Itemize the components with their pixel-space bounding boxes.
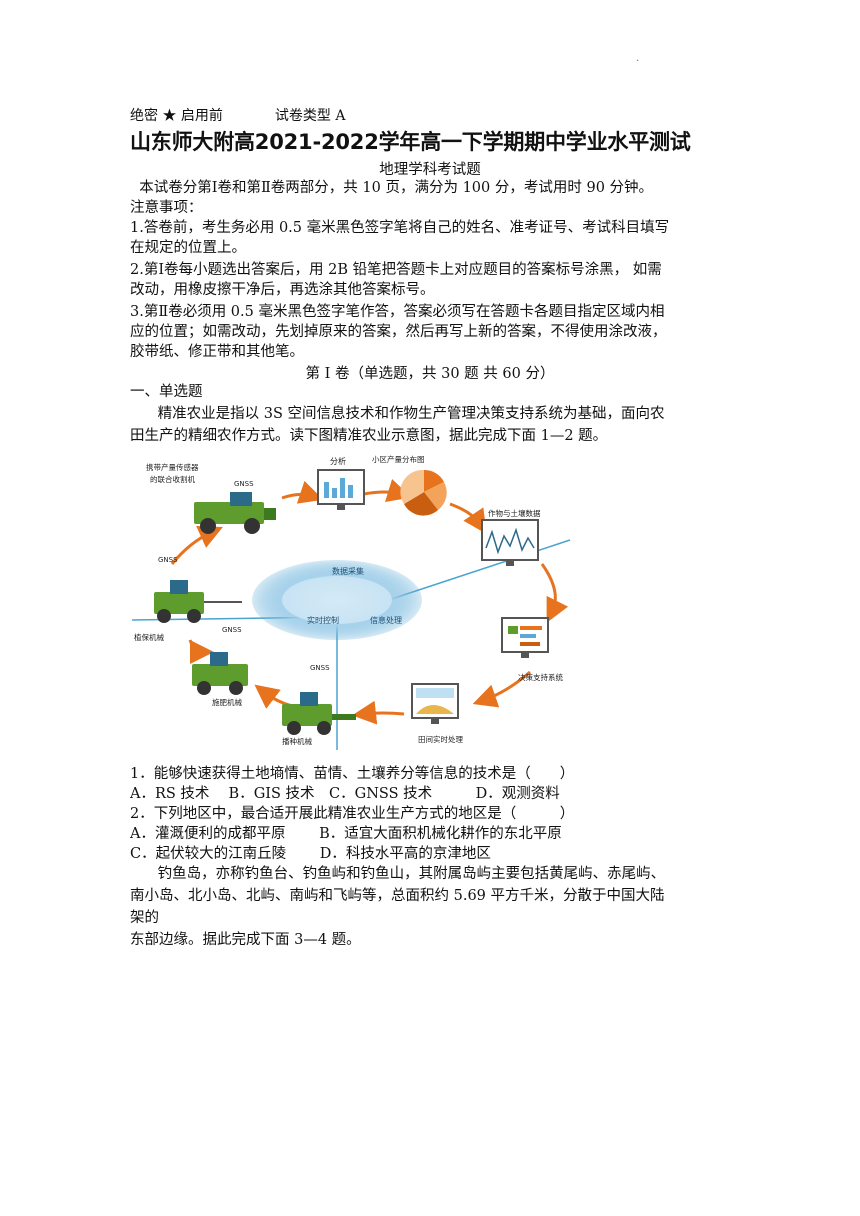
flow-arrow [472, 670, 531, 708]
note-line: 改动，用橡皮擦干净后，再选涂其他答案标号。 [130, 282, 435, 298]
page-dot: · [636, 56, 640, 67]
label-analysis: 分析 [330, 456, 346, 466]
passage-line: 田生产的精细农作方式。读下图精准农业示意图，据此完成下面 1—2 题。 [130, 428, 608, 444]
fertilizing-machine [192, 652, 248, 695]
flow-arrow [188, 639, 214, 664]
flow-arrow [254, 684, 293, 709]
flow-arrow [170, 526, 223, 565]
part-heading: 一、单选题 [130, 384, 203, 400]
note-line: 2.第Ⅰ卷每小题选出答案后，用 2B 铅笔把答题卡上对应题目的答案标号涂黑， 如… [130, 262, 662, 278]
paper-type: 试卷类型 A [274, 108, 346, 124]
seeding-machine [282, 692, 356, 735]
notes-heading: 注意事项： [130, 200, 203, 216]
label-harvester: 的联合收割机 [150, 474, 195, 484]
crop-soil-monitor [481, 519, 539, 566]
note-line: 在规定的位置上。 [130, 240, 246, 256]
header-line: 绝密 ★ 启用前 试卷类型 A [130, 106, 345, 126]
decision-support-monitor [501, 617, 549, 658]
label-info-processing: 信息处理 [370, 615, 402, 625]
label-realtime-control: 实时控制 [307, 615, 339, 625]
analysis-monitor [317, 469, 365, 510]
flow-arrow [281, 480, 324, 504]
label-decision: 决策支持系统 [518, 672, 563, 682]
plant-protection-machine [154, 580, 242, 623]
passage-line: 精准农业是指以 3S 空间信息技术和作物生产管理决策支持系统为基础，面向农 [157, 406, 665, 422]
label-fertilizing: 施肥机械 [212, 697, 242, 707]
label-seeding: 播种机械 [282, 736, 312, 746]
label-gnss: GNSS [310, 664, 330, 672]
exam-title: 山东师大附高2021-2022学年高一下学期期中学业水平测试 [130, 130, 691, 154]
yield-map-pie [400, 469, 447, 516]
note-line: 应的位置；如需改动，先划掉原来的答案，然后再写上新的答案，不得使用涂改液， [130, 324, 667, 340]
note-line: 3.第Ⅱ卷必须用 0.5 毫米黑色签字笔作答，答案必须写在答题卡各题目指定区域内… [130, 304, 665, 320]
intro-text: 本试卷分第Ⅰ卷和第Ⅱ卷两部分，共 10 页，满分为 100 分，考试用时 90 … [139, 180, 654, 196]
field-processing-monitor [411, 683, 459, 724]
section-title: 第 Ⅰ 卷（单选题，共 30 题 共 60 分） [305, 366, 555, 382]
exam-subtitle: 地理学科考试题 [379, 162, 481, 178]
flow-arrow [540, 563, 569, 623]
flow-arrow [352, 700, 405, 725]
label-harvester: 携带产量传感器 [146, 462, 199, 472]
question-stem: 2．下列地区中，最合适开展此精准农业生产方式的地区是（ ） [130, 806, 575, 822]
label-gnss: GNSS [234, 480, 254, 488]
label-gnss: GNSS [222, 626, 242, 634]
label-crop-soil: 作物与土壤数据 [488, 508, 541, 518]
harvester-machine [194, 492, 276, 534]
label-field-processing: 田间实时处理 [418, 734, 463, 744]
label-plant-protection: 植保机械 [134, 632, 164, 642]
passage-line: 南小岛、北小岛、北屿、南屿和飞屿等，总面积约 5.69 平方千米，分散于中国大陆 [130, 888, 665, 904]
flow-arrow [449, 502, 487, 534]
passage-line: 东部边缘。据此完成下面 3—4 题。 [130, 932, 361, 948]
passage-line: 架的 [130, 910, 159, 926]
label-gnss: GNSS [158, 556, 178, 564]
label-yield-map: 小区产量分布图 [372, 454, 425, 464]
question-options: A．灌溉便利的成都平原 B．适宜大面积机械化耕作的东北平原 [130, 826, 562, 842]
question-options: A．RS 技术 B．GIS 技术 C．GNSS 技术 D．观测资料 [130, 786, 560, 802]
secret-mark: 绝密 ★ 启用前 [130, 108, 223, 124]
label-data-collection: 数据采集 [332, 566, 364, 576]
note-line: 1.答卷前，考生务必用 0.5 毫米黑色签字笔将自己的姓名、准考证号、考试科目填… [130, 220, 670, 236]
precision-agriculture-diagram: 数据采集 实时控制 信息处理 携带产量传感器 的联合收割机 GNSS [132, 454, 571, 750]
note-line: 胶带纸、修正带和其他笔。 [130, 344, 304, 360]
question-stem: 1．能够快速获得土地墒情、苗情、土壤养分等信息的技术是（ ） [130, 766, 575, 782]
flow-arrow [363, 479, 412, 502]
data-core-inner [282, 576, 392, 624]
passage-line: 钓鱼岛，亦称钓鱼台、钓鱼屿和钓鱼山，其附属岛屿主要包括黄尾屿、赤尾屿、 [157, 866, 666, 882]
question-options: C．起伏较大的江南丘陵 D．科技水平高的京津地区 [130, 846, 491, 862]
